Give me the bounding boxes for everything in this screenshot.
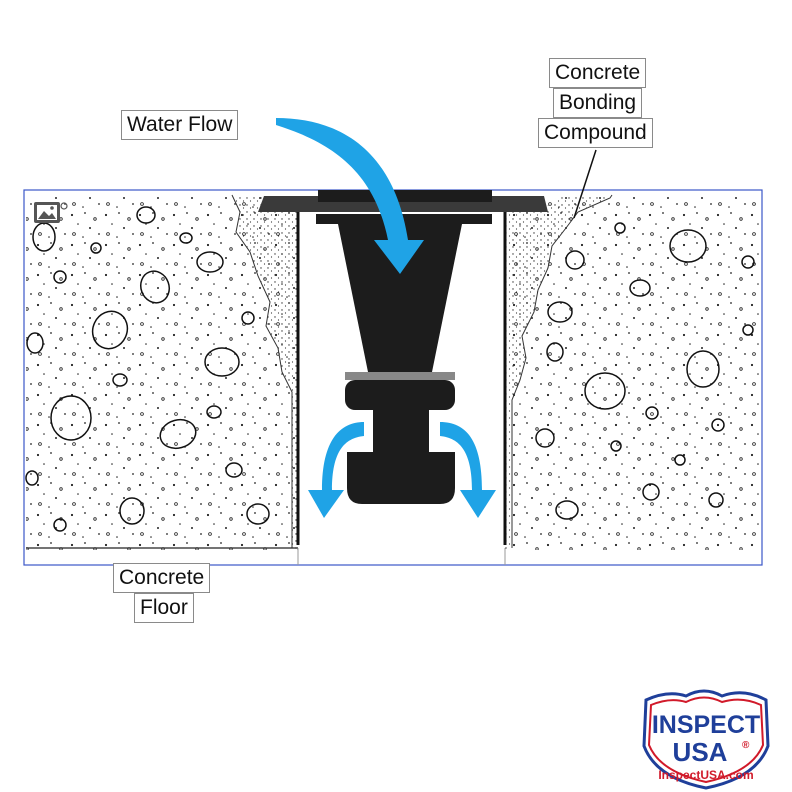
logo-inspect-text: INSPECT <box>652 711 760 739</box>
bonding-compound-leader <box>573 149 597 219</box>
logo-usa-text: USA <box>673 737 728 767</box>
water-flow-arrow-right <box>440 422 496 518</box>
image-icon <box>34 202 68 223</box>
logo-registered-mark: ® <box>742 740 750 751</box>
label-concrete-bonding-line1: Concrete <box>549 58 647 88</box>
drain-grate <box>258 190 548 224</box>
left-concrete-slab <box>25 194 300 550</box>
water-flow-arrow-in <box>276 118 424 274</box>
inspect-usa-logo: INSPECT USA ® InspectUSA.com <box>642 689 770 790</box>
label-concrete-floor-line2: Floor <box>134 593 194 623</box>
label-concrete-bonding-line2: Bonding <box>553 88 643 118</box>
label-concrete-bonding-line3: Compound <box>538 118 653 148</box>
right-concrete-slab <box>503 194 762 550</box>
logo-url-text: InspectUSA.com <box>658 768 753 782</box>
label-concrete-floor-line1: Concrete <box>113 563 211 593</box>
water-flow-arrow-left <box>308 422 364 518</box>
drain-body <box>338 224 462 504</box>
label-water-flow: Water Flow <box>121 110 239 140</box>
